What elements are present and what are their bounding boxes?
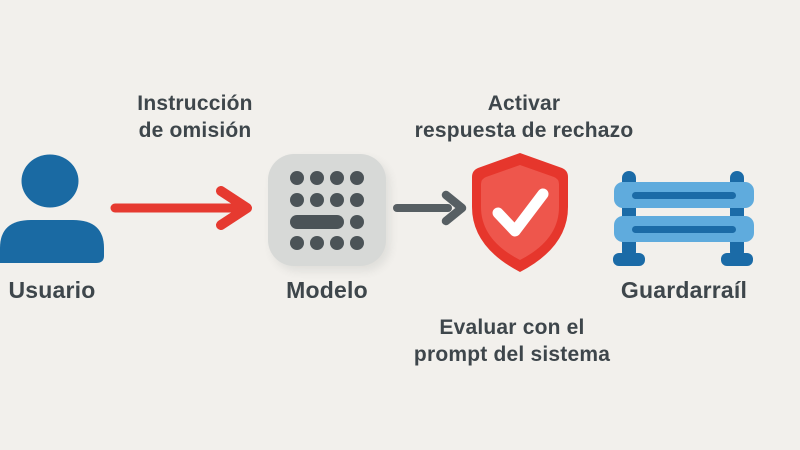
- model-node: [268, 154, 386, 266]
- shield-annotation-bottom-line1: Evaluar con el: [439, 316, 585, 339]
- shield-annotation-top-line2: respuesta de rechazo: [414, 119, 634, 142]
- red-arrow-icon: [110, 186, 252, 230]
- user-label: Usuario: [8, 277, 96, 303]
- edge-user-model-label-line1: Instrucción: [137, 92, 253, 115]
- user-icon: [0, 154, 104, 263]
- shield-annotation-top: Activar respuesta de rechazo: [398, 90, 650, 144]
- model-label: Modelo: [286, 277, 368, 303]
- model-dots-icon: [290, 171, 364, 250]
- edge-user-model-label: Instrucción de omisión: [95, 90, 295, 144]
- shield-annotation-top-line1: Activar: [487, 92, 561, 115]
- guardrail-icon: [613, 171, 754, 266]
- edge-user-model-label-line2: de omisión: [138, 119, 252, 142]
- shield-check-icon: [472, 153, 568, 272]
- shield-annotation-bottom: Evaluar con el prompt del sistema: [386, 314, 638, 368]
- shield-annotation-bottom-line2: prompt del sistema: [413, 343, 611, 366]
- gray-arrow-icon: [393, 190, 467, 226]
- guardrail-label: Guardarraíl: [620, 277, 748, 303]
